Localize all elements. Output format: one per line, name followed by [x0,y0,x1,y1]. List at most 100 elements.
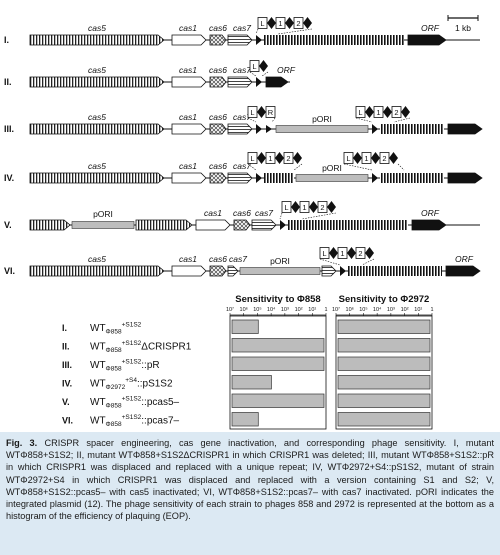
repeat-diamond [266,125,272,133]
leader-triangle [256,35,262,45]
row-number-4: IV. [4,173,14,183]
spacer-box-label: 1 [376,108,380,117]
repeat-diamond [327,201,336,213]
cas5-gene-arrow [29,76,165,88]
strain-label-6: WTΦ858+S1S2::pcas7– [90,414,180,428]
spacer-box-label: 2 [394,108,398,117]
row-number-2: II. [4,77,12,87]
repeat-diamond [353,152,362,164]
gene-label-cas1: cas1 [179,112,197,122]
callout-wedge [319,258,375,266]
gene-label-orf: ORF [421,23,440,33]
eop-bar [337,356,431,371]
cas6-gene-arrow [209,34,227,46]
repeat-diamond [347,247,356,259]
repeat-diamond [291,201,300,213]
repeat-diamond [293,152,302,164]
cas1-gene-arrow [171,76,207,88]
cas6-gene-arrow [209,123,227,135]
repeat-diamond [267,17,276,29]
strain-label-3: WTΦ858+S1S2::pR [90,359,160,373]
caption-text: CRISPR spacer engineering, cas gene inac… [6,438,494,522]
eop-bar [231,393,325,408]
spacer-box-label: 2 [358,249,362,258]
cas5-gene-arrow [29,265,165,277]
repeat-diamond [285,17,294,29]
eop-bar [231,319,259,334]
cas7-gene-arrow [227,265,239,277]
spacer-box-label: L [346,154,350,163]
leader-triangle [256,124,262,134]
crispr-array [380,173,444,183]
gene-label-cas6: cas6 [209,112,227,122]
gene-label-cas6: cas6 [209,254,227,264]
gene-label-cas6: cas6 [209,23,227,33]
spacer-box-label: L [284,203,288,212]
pori-plasmid [239,267,321,275]
axis-tick-label: 1 [324,307,327,313]
cas1-gene-arrow [171,265,207,277]
orf-gene-arrow [445,265,481,277]
leader-triangle [280,220,286,230]
crispr-array [380,124,444,134]
crispr-array [288,220,408,230]
orf-gene-arrow [447,123,483,135]
gene-label-orf: ORF [455,254,474,264]
cas6-gene-arrow [209,76,227,88]
spacer-box-label: L [322,249,326,258]
caption-figure-label: Fig. 3. [6,438,38,448]
callout-wedge [247,117,276,123]
repeat-spacer-callout: L 1 2 [319,247,375,266]
gene-label-cas1: cas1 [179,161,197,171]
cas6-gene-arrow [209,172,227,184]
eop-bar [231,375,272,390]
gene-label-cas1: cas1 [179,65,197,75]
cas7-gene-arrow [227,76,253,88]
eop-bar [337,338,431,353]
leader-triangle [256,77,262,87]
cas5-gene-arrow [135,219,193,231]
leader-triangle [340,266,346,276]
crispr-array [264,173,294,183]
strain-row-number-3: III. [62,360,72,370]
repeat-diamond [257,152,266,164]
cas7-gene-arrow [227,123,253,135]
axis-tick-label: 10⁵ [253,306,261,313]
pori-plasmid [71,221,135,229]
axis-tick-label: 10⁶ [346,306,354,313]
crispr-array [348,266,442,276]
repeat-diamond [371,152,380,164]
axis-tick-label: 10⁷ [226,306,234,313]
gene-label-cas6: cas6 [233,208,251,218]
cas6-gene-arrow [209,265,227,277]
axis-tick-label: 10⁷ [332,306,340,313]
gene-label-cas5: cas5 [88,23,106,33]
cas7-gene-arrow [321,265,337,277]
pori-plasmid [295,174,369,182]
gene-label-pori: pORI [312,114,332,124]
spacer-box-label: L [358,108,362,117]
gene-label-cas5: cas5 [88,254,106,264]
cas1-gene-arrow [171,123,207,135]
panel-title: Sensitivity to Φ858 [235,294,320,305]
spacer-box-label: 1 [302,203,306,212]
repeat-diamond [401,106,410,118]
spacer-box-label: 1 [340,249,344,258]
row-number-1: I. [4,35,9,45]
gene-label-pori: pORI [93,209,113,219]
gene-label-cas1: cas1 [204,208,222,218]
axis-tick-label: 10⁴ [373,306,382,313]
sensitivity-histogram: I.WTΦ858+S1S2II.WTΦ858+S1S2ΔCRISPR1III.W… [62,294,434,430]
cas6-gene-arrow [233,219,251,231]
spacer-box-label: 2 [286,154,290,163]
cas7-gene-arrow [251,219,277,231]
